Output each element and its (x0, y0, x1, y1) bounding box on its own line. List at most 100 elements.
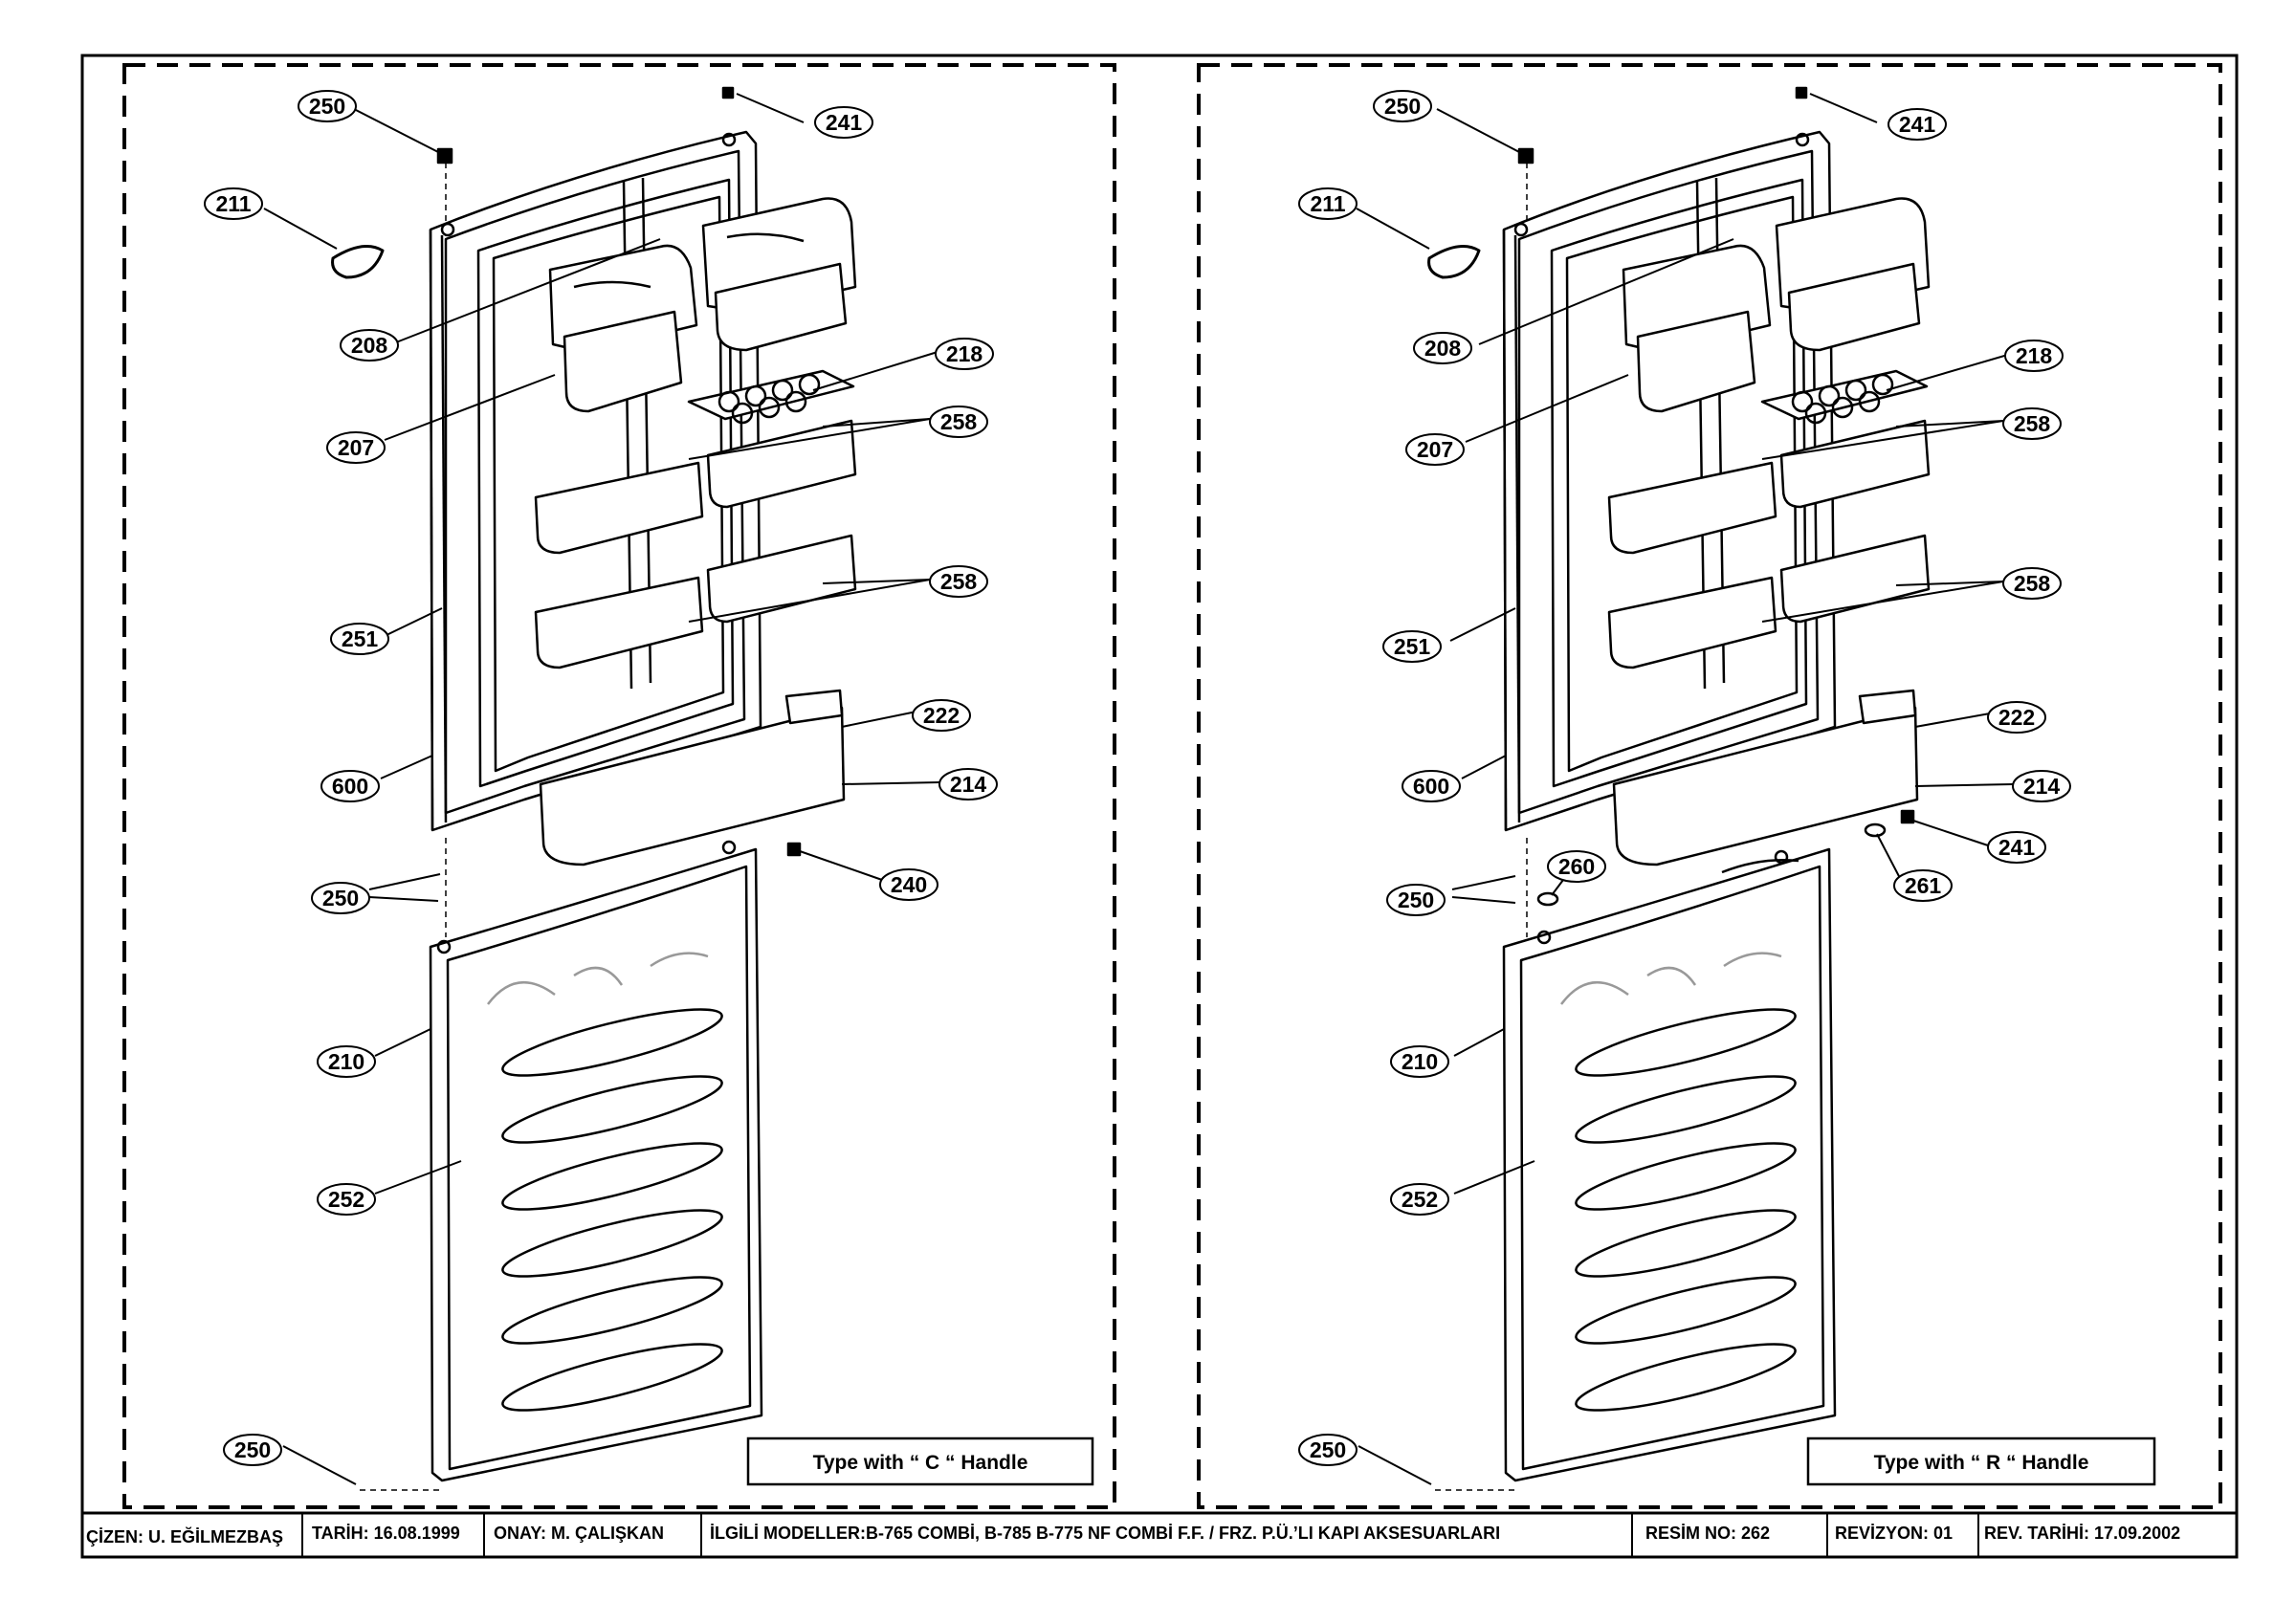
dairy-compartments (1622, 197, 1931, 413)
svg-text:258: 258 (2014, 571, 2051, 596)
panel-frame-r-handle (1197, 63, 2222, 1509)
svg-text:211: 211 (215, 191, 251, 216)
callout-240: 240 (879, 868, 938, 901)
screw-250-top (436, 147, 453, 164)
callout-218: 218 (935, 338, 994, 370)
drawing-number: RESİM NO: 262 (1645, 1524, 1770, 1543)
screw-241-mid (1900, 809, 1915, 824)
svg-text:251: 251 (342, 626, 379, 651)
egg-tray (1760, 369, 1929, 425)
svg-text:261: 261 (1905, 873, 1942, 898)
callout-600: 600 (1402, 770, 1461, 802)
svg-text:241: 241 (1998, 835, 2036, 860)
svg-text:210: 210 (328, 1049, 364, 1074)
svg-text:214: 214 (2023, 774, 2061, 799)
egg-tray (687, 369, 855, 425)
callout-258-lower: 258 (929, 565, 988, 598)
panel-r-callouts (1356, 93, 2014, 1485)
callout-211: 211 (1298, 187, 1358, 220)
door-shelves (534, 419, 857, 669)
svg-text:210: 210 (1402, 1049, 1438, 1074)
callout-207: 207 (326, 431, 386, 464)
screw-241-top (721, 86, 735, 99)
svg-text:241: 241 (1899, 112, 1936, 137)
callout-250-bottom: 250 (1298, 1434, 1358, 1466)
freezer-door (429, 840, 763, 1482)
revision-date: REV. TARİHİ: 17.09.2002 (1984, 1524, 2180, 1543)
callout-207: 207 (1405, 433, 1465, 466)
svg-text:260: 260 (1558, 854, 1595, 879)
panel-r-artwork (1427, 86, 1931, 1491)
panel-frame-c-handle (122, 63, 1116, 1509)
callout-258-upper: 258 (2002, 407, 2062, 440)
svg-text:214: 214 (950, 772, 987, 797)
callout-251: 251 (1382, 630, 1442, 663)
callout-208: 208 (1413, 332, 1472, 364)
callout-250-bottom: 250 (223, 1434, 282, 1466)
svg-text:Type with “ C “ Handle: Type with “ C “ Handle (813, 1452, 1028, 1474)
dairy-compartments (548, 197, 857, 413)
callout-241-top: 241 (1888, 108, 1947, 141)
svg-text:258: 258 (940, 409, 978, 434)
svg-text:218: 218 (946, 341, 983, 366)
svg-text:240: 240 (891, 872, 927, 897)
callout-250-top: 250 (298, 90, 357, 122)
screw-240 (786, 842, 802, 857)
gasket-ring (1427, 245, 1481, 279)
svg-text:258: 258 (940, 569, 978, 594)
door-shelves (1607, 419, 1931, 669)
callout-211: 211 (204, 187, 263, 220)
svg-text:250: 250 (1310, 1437, 1346, 1462)
callout-252: 252 (317, 1183, 376, 1216)
bottle-shelf (1612, 689, 1919, 866)
panel-r-callout-ovals: 250 241 211 208 218 207 258 258 251 222 … (1298, 90, 2071, 1466)
callout-250-top: 250 (1373, 90, 1432, 122)
panel-c-callouts (263, 93, 940, 1485)
screw-250-top (1517, 147, 1534, 164)
callout-208: 208 (340, 329, 399, 362)
callout-222: 222 (1987, 701, 2046, 734)
callout-260: 260 (1547, 850, 1606, 883)
svg-text:251: 251 (1394, 634, 1431, 659)
revision: REVİZYON: 01 (1835, 1524, 1953, 1543)
callout-251: 251 (330, 623, 389, 655)
svg-text:250: 250 (309, 94, 345, 119)
svg-text:252: 252 (1402, 1187, 1438, 1212)
svg-text:207: 207 (338, 435, 374, 460)
svg-text:250: 250 (322, 886, 359, 910)
callout-214: 214 (938, 768, 998, 801)
callout-250-mid: 250 (311, 882, 370, 914)
callout-218: 218 (2004, 340, 2064, 372)
svg-text:258: 258 (2014, 411, 2051, 436)
svg-text:208: 208 (1424, 336, 1462, 361)
panel-c-artwork (331, 86, 857, 1491)
svg-text:252: 252 (328, 1187, 364, 1212)
related-models: İLGİLİ MODELLER:B-765 COMBİ, B-785 B-775… (710, 1524, 1500, 1543)
callout-252: 252 (1390, 1183, 1449, 1216)
callout-222: 222 (912, 699, 971, 732)
screw-241-top (1795, 86, 1808, 99)
svg-text:222: 222 (923, 703, 960, 728)
gasket-ring (331, 245, 385, 279)
callout-600: 600 (320, 770, 380, 802)
callout-261: 261 (1893, 869, 1953, 902)
callout-258-lower: 258 (2002, 567, 2062, 600)
callout-241-top: 241 (814, 106, 873, 139)
type-label-c-handle: Type with “ C “ Handle (746, 1437, 1094, 1486)
type-label-r-handle: Type with “ R “ Handle (1806, 1437, 2156, 1486)
svg-text:222: 222 (1998, 705, 2035, 730)
svg-text:250: 250 (234, 1437, 271, 1462)
sheet-border (80, 54, 2239, 1559)
panel-c-callout-ovals: 250 241 211 208 218 207 258 258 251 222 … (204, 90, 998, 1466)
svg-text:218: 218 (2016, 343, 2053, 368)
svg-text:Type with “ R “ Handle: Type with “ R “ Handle (1874, 1452, 2089, 1474)
title-block: ÇİZEN: U. EĞİLMEZBAŞ TARİH: 16.08.1999 O… (82, 1511, 2237, 1557)
svg-text:207: 207 (1417, 437, 1453, 462)
svg-text:241: 241 (826, 110, 863, 135)
drawing-date: TARİH: 16.08.1999 (312, 1524, 460, 1543)
freezer-door (1502, 847, 1837, 1482)
callout-250-mid: 250 (1386, 884, 1446, 916)
svg-text:600: 600 (332, 774, 368, 799)
drawn-by: ÇİZEN: U. EĞİLMEZBAŞ (86, 1526, 283, 1546)
